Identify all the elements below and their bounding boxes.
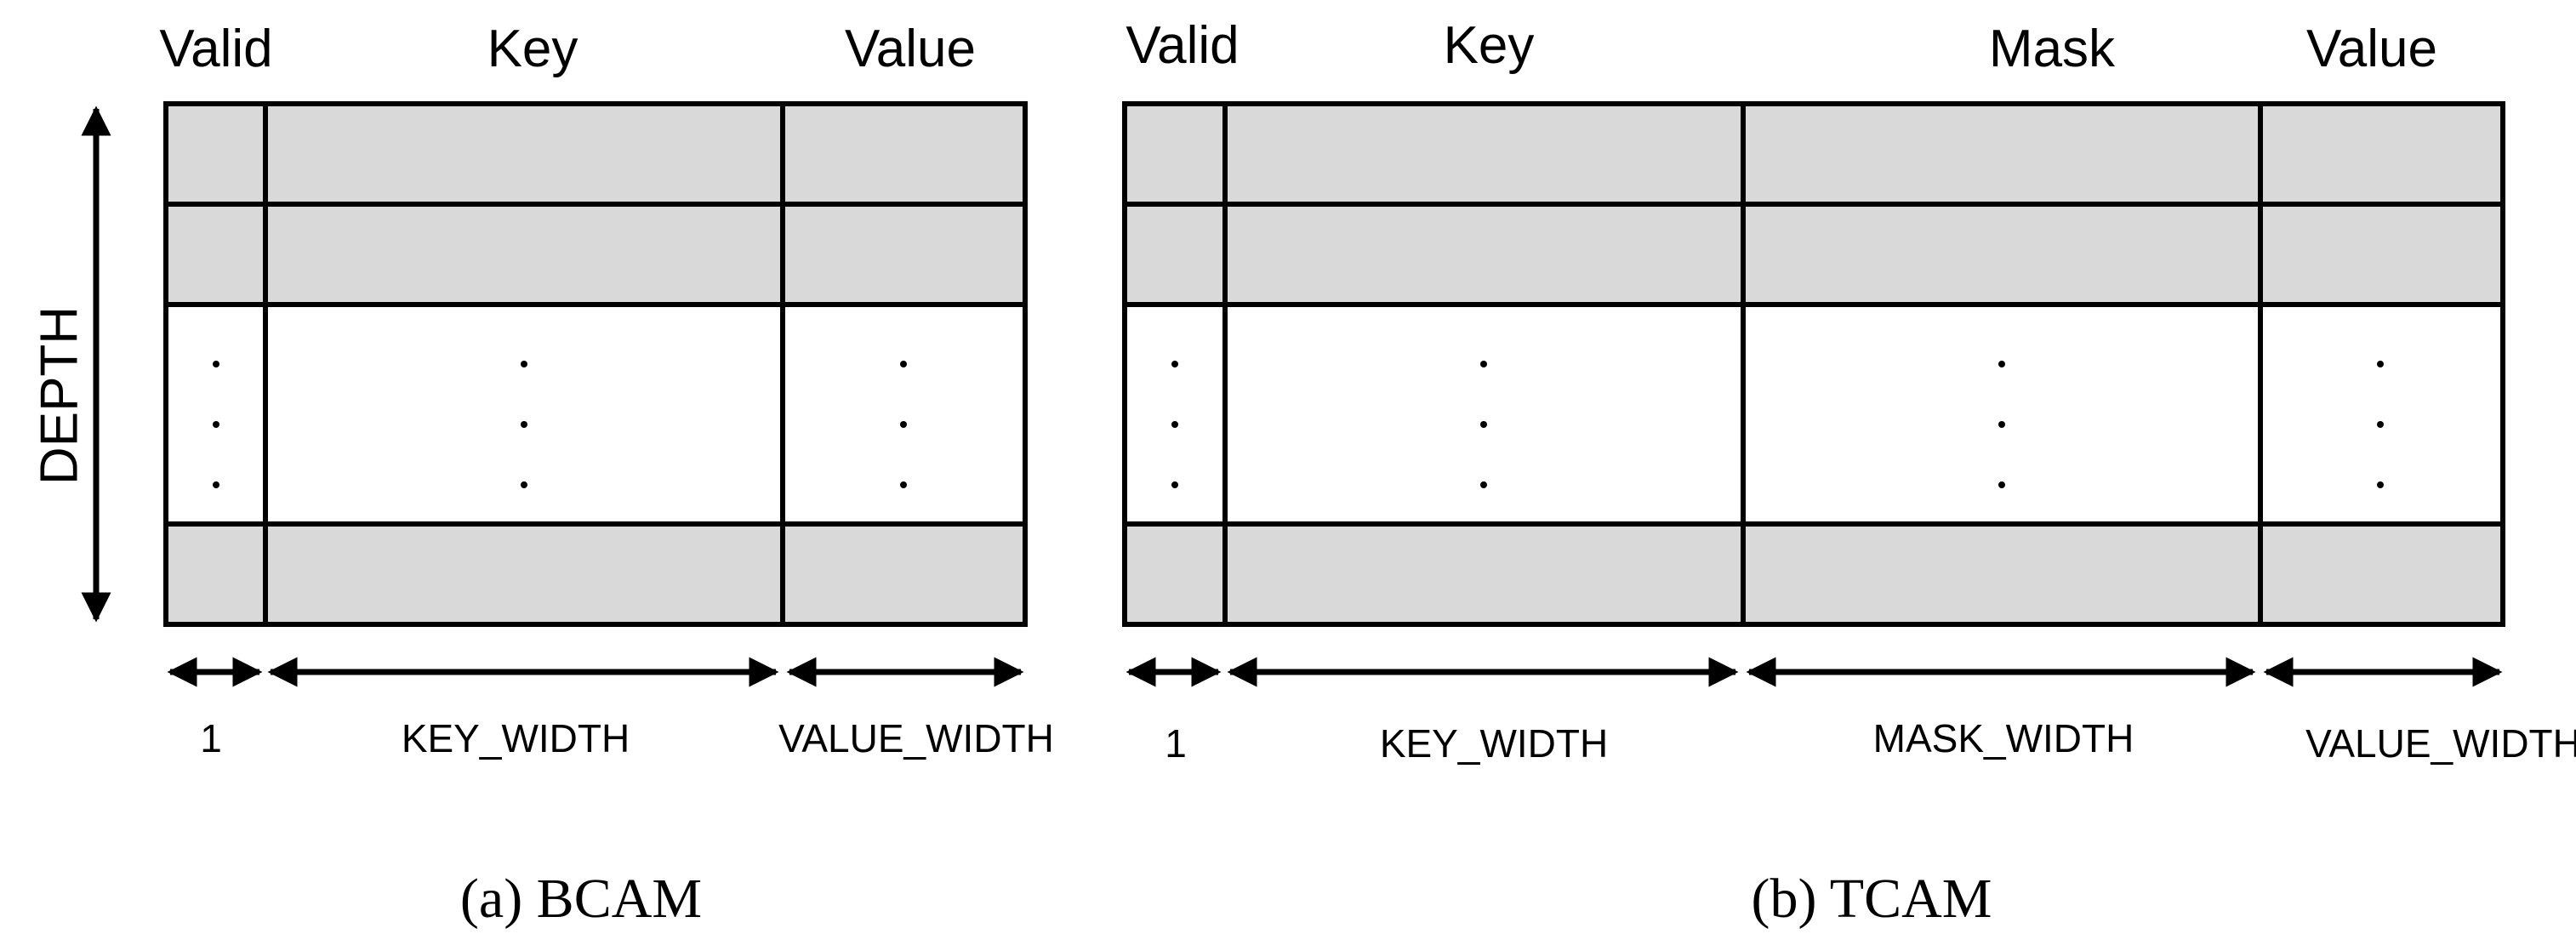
tcam-valid-width-label: 1 xyxy=(1165,721,1187,766)
bcam-value-width-label: VALUE_WIDTH xyxy=(778,716,1054,760)
bcam-key-ellipsis xyxy=(521,361,527,488)
tcam-valid-header: Valid xyxy=(1126,16,1239,75)
tcam-value-ellipsis xyxy=(2377,361,2384,488)
tcam-caption: (b) TCAM xyxy=(1752,868,1992,930)
bcam-table xyxy=(163,101,1028,627)
bcam-key-width-label: KEY_WIDTH xyxy=(402,716,630,760)
bcam-value-ellipsis xyxy=(900,361,907,488)
tcam-mask-header: Mask xyxy=(1989,20,2116,78)
bcam-caption: (a) BCAM xyxy=(460,868,702,930)
tcam-key-header: Key xyxy=(1444,16,1535,75)
tcam-value-width-label: VALUE_WIDTH xyxy=(2305,721,2576,766)
bcam-key-header: Key xyxy=(487,20,578,78)
tcam-value-header: Value xyxy=(2306,20,2437,78)
tcam-valid-ellipsis xyxy=(1171,361,1178,488)
depth-label: DEPTH xyxy=(30,306,88,485)
bcam-valid-header: Valid xyxy=(159,20,272,78)
tcam-table xyxy=(1122,101,2505,627)
tcam-key-ellipsis xyxy=(1480,361,1487,488)
bcam-value-header: Value xyxy=(845,20,976,78)
bcam-valid-width-label: 1 xyxy=(200,716,222,760)
bcam-valid-ellipsis xyxy=(213,361,219,488)
tcam-mask-ellipsis xyxy=(1998,361,2005,488)
tcam-key-width-label: KEY_WIDTH xyxy=(1380,721,1608,766)
tcam-mask-width-label: MASK_WIDTH xyxy=(1873,716,2134,760)
